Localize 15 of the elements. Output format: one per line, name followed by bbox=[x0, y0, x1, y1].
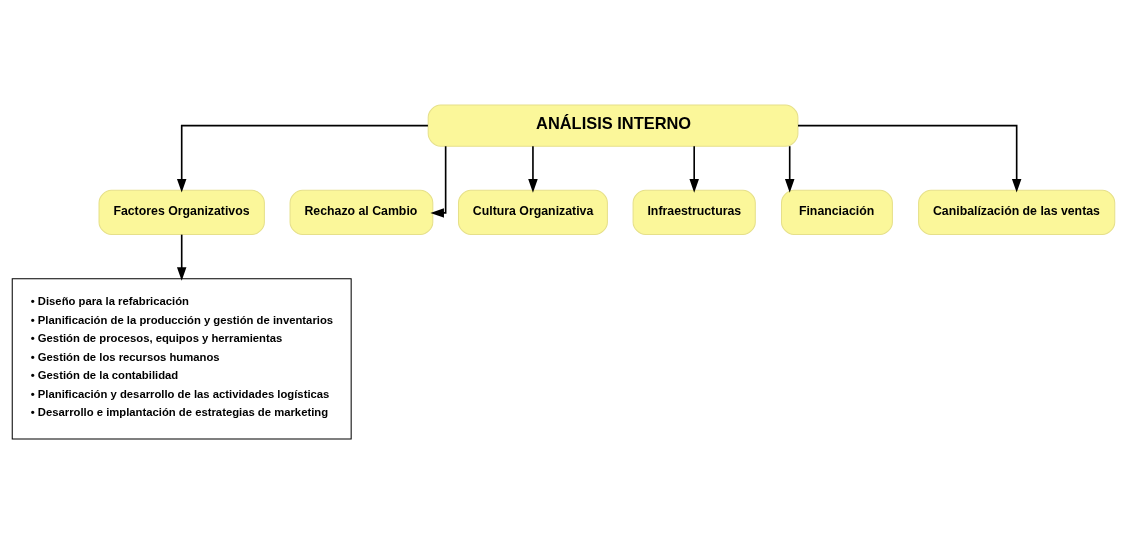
arrow bbox=[784, 144, 795, 193]
arrow bbox=[689, 144, 699, 193]
node-box: Canibalízación de las ventas bbox=[918, 189, 1116, 235]
arrow bbox=[430, 145, 447, 218]
node-box: Financiación bbox=[780, 189, 893, 235]
node-box: ANÁLISIS INTERNO bbox=[427, 104, 799, 147]
arrow bbox=[176, 124, 429, 193]
node-box: Rechazo al Cambio bbox=[289, 189, 434, 235]
node-box: Factores Organizativos bbox=[98, 189, 265, 235]
arrow bbox=[528, 144, 538, 193]
node-box: • Diseño para la refabricación • Planificación de la producción y gestión de inventarios • Gestión de procesos, equipos y herramientas • Gestión de los recursos humanos • Gestión de la contabilidad • Planificación y desarrollo de las actividades logísticas • Desarrollo e implantación de estrategias de marketing bbox=[11, 277, 352, 439]
node-box: Infraestructuras bbox=[632, 189, 756, 235]
arrow bbox=[797, 124, 1022, 193]
arrow bbox=[176, 233, 187, 281]
node-box: Cultura Organizativa bbox=[457, 189, 608, 235]
